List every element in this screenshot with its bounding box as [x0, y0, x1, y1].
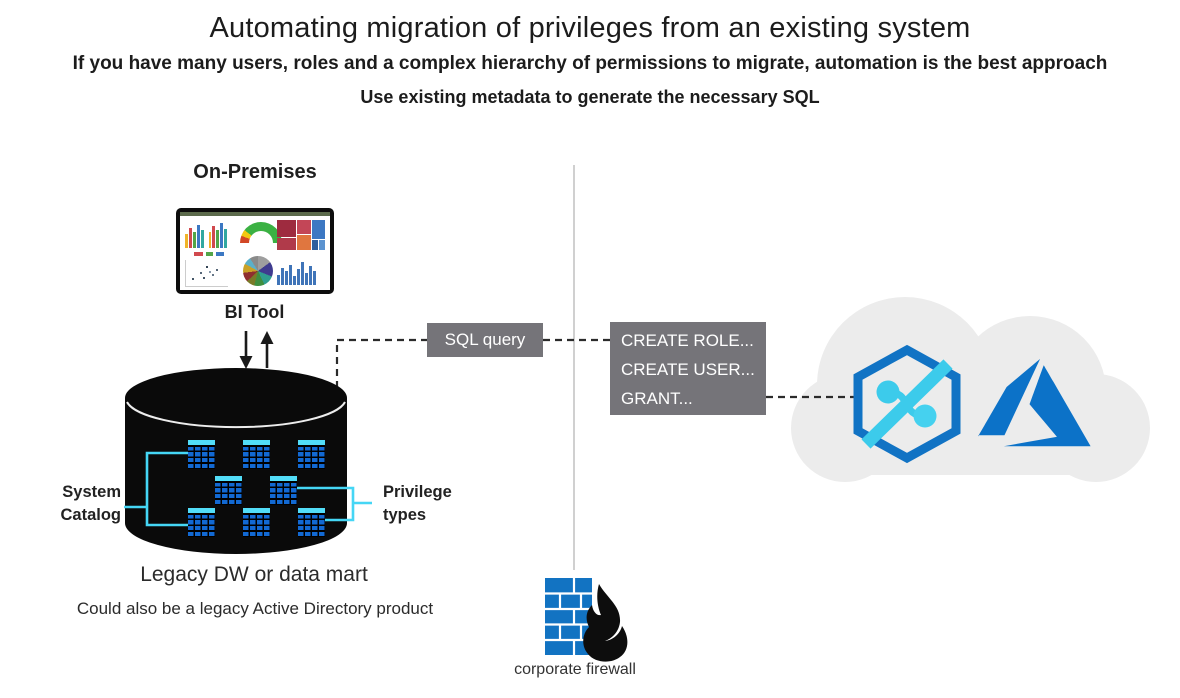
- subtitle-bold: If you have many users, roles and a comp…: [72, 53, 1108, 74]
- on-premises-heading: On-Premises: [193, 161, 317, 183]
- table-icon: [298, 440, 325, 469]
- azure-icon: [978, 358, 1091, 447]
- azure-synapse-icon: [853, 344, 961, 464]
- sql-statement-line: GRANT...: [621, 389, 693, 408]
- sql-statement-line: CREATE USER...: [621, 360, 755, 379]
- bi-tool-label: BI Tool: [224, 302, 285, 322]
- subtitle-secondary: Use existing metadata to generate the ne…: [360, 87, 820, 107]
- bi-dashboard-header-bar: [180, 212, 330, 216]
- bi-dashboard-screen: [180, 212, 330, 290]
- sql-statement-line: CREATE ROLE...: [621, 331, 754, 350]
- mini-pie-chart: [243, 256, 273, 286]
- mini-scatter-plot: [185, 260, 228, 287]
- table-icon: [215, 476, 242, 505]
- privilege-types-bracket: [296, 486, 372, 522]
- table-icon: [188, 440, 215, 469]
- mini-treemap: [277, 220, 325, 250]
- down-arrow-icon: [239, 331, 253, 369]
- table-icon: [243, 508, 270, 537]
- connector-db-to-sqlquery: [335, 338, 427, 388]
- firewall-mortar-lines: [545, 578, 592, 655]
- corporate-firewall-label: corporate firewall: [514, 661, 636, 678]
- generated-sql-box: CREATE ROLE... CREATE USER... GRANT...: [610, 322, 766, 415]
- mini-gauge-chart: [240, 222, 282, 243]
- system-catalog-bracket: [124, 451, 190, 527]
- cloud-shape: [791, 297, 1150, 482]
- bi-tool-dashboard-image: [176, 208, 334, 294]
- table-icon: [298, 508, 325, 537]
- mini-bar-chart: [185, 222, 228, 248]
- mini-stacked-bars: [194, 252, 224, 256]
- database-caption: Legacy DW or data mart: [140, 563, 368, 586]
- page-title: Automating migration of privileges from …: [209, 12, 971, 44]
- data-flow-arrows: [239, 331, 274, 369]
- callout-brackets: [124, 451, 372, 527]
- up-arrow-icon: [260, 331, 274, 368]
- sql-query-box: SQL query: [427, 323, 543, 357]
- mini-column-chart: [277, 259, 325, 285]
- table-icon: [188, 508, 215, 537]
- table-icon: [270, 476, 297, 505]
- dashed-connectors: [335, 338, 857, 399]
- flame-icon: [583, 584, 628, 662]
- privilege-types-label: Privilege types: [383, 483, 452, 524]
- system-catalog-label: System Catalog: [60, 483, 121, 524]
- database-note: Could also be a legacy Active Directory …: [76, 599, 434, 618]
- cylinder-rim-highlight: [126, 401, 346, 429]
- firewall-icon: [545, 578, 628, 662]
- table-icon: [243, 440, 270, 469]
